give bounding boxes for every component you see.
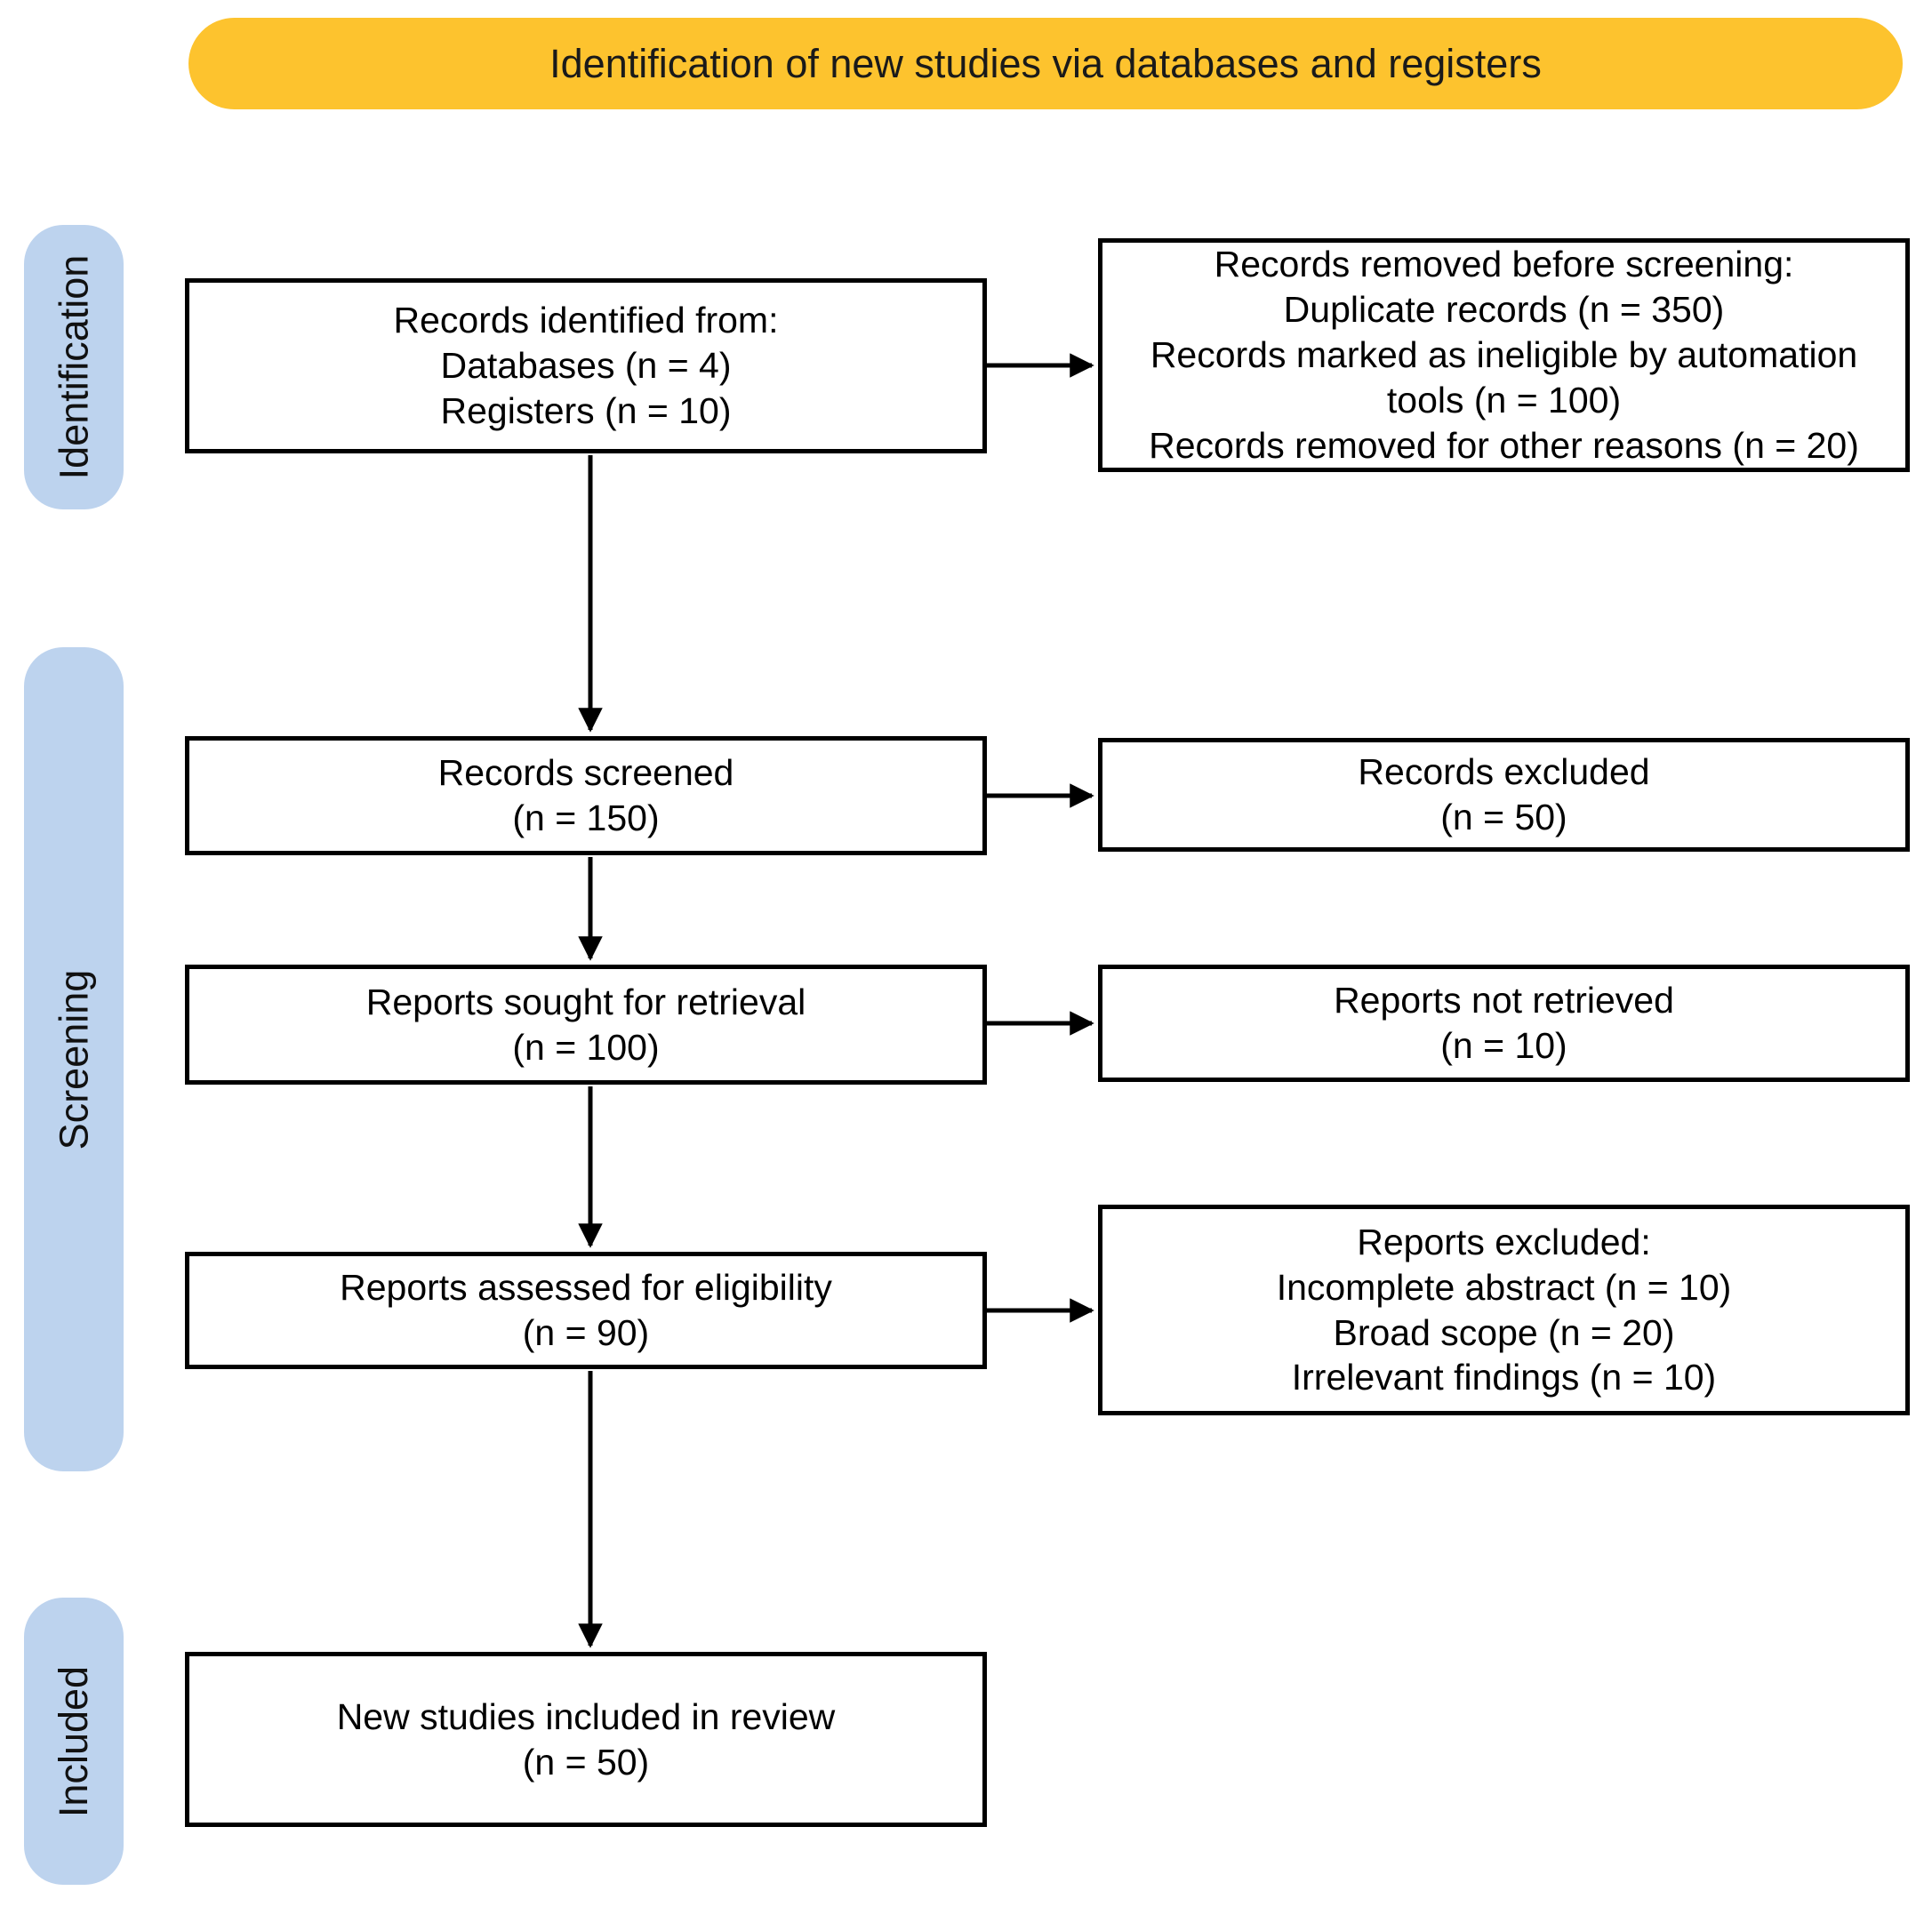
stage-label-text: Included [51, 1665, 97, 1817]
box-text-line: Records removed before screening: [1214, 244, 1794, 285]
box-text-line: Reports sought for retrieval [365, 981, 806, 1022]
box-text-line: (n = 90) [522, 1312, 650, 1353]
box-text-line: (n = 150) [512, 797, 660, 838]
stage-label-screening: Screening [24, 647, 124, 1471]
box-text-line: Records excluded [1358, 751, 1650, 793]
studies-included-box: New studies included in review (n = 50) [185, 1652, 987, 1827]
box-text-line: Reports excluded: [1357, 1221, 1651, 1262]
stage-label-text: Identification [51, 254, 97, 480]
diagram-title: Identification of new studies via databa… [549, 40, 1542, 86]
reports-assessed-box: Reports assessed for eligibility (n = 90… [185, 1252, 987, 1369]
box-text-line: (n = 100) [512, 1026, 660, 1068]
box-text-line: Registers (n = 10) [440, 389, 732, 431]
diagram-title-banner: Identification of new studies via databa… [188, 18, 1903, 109]
records-identified-box: Records identified from: Databases (n = … [185, 278, 987, 453]
records-removed-box: Records removed before screening: Duplic… [1098, 238, 1910, 472]
stage-label-included: Included [24, 1598, 124, 1885]
box-text-line: Reports not retrieved [1334, 980, 1674, 1022]
records-screened-box: Records screened (n = 150) [185, 736, 987, 855]
box-text-line: New studies included in review [336, 1695, 836, 1737]
reports-excluded-box: Reports excluded: Incomplete abstract (n… [1098, 1205, 1910, 1415]
box-text-line: Incomplete abstract (n = 10) [1276, 1266, 1732, 1308]
box-text-line: (n = 50) [522, 1741, 650, 1783]
box-text-line: Broad scope (n = 20) [1333, 1311, 1675, 1353]
box-text-line: Irrelevant findings (n = 10) [1291, 1357, 1717, 1398]
box-text-line: Records identified from: [393, 300, 779, 341]
box-text-line: (n = 50) [1440, 797, 1567, 837]
box-text-line: Records marked as ineligible by automati… [1150, 334, 1858, 421]
box-text-line: Duplicate records (n = 350) [1283, 289, 1725, 331]
reports-not-retrieved-box: Reports not retrieved (n = 10) [1098, 965, 1910, 1082]
box-text-line: (n = 10) [1440, 1025, 1567, 1066]
stage-label-text: Screening [51, 969, 97, 1150]
stage-label-identification: Identification [24, 225, 124, 509]
box-text-line: Databases (n = 4) [440, 345, 732, 387]
box-text-line: Records removed for other reasons (n = 2… [1149, 424, 1859, 466]
records-excluded-box: Records excluded (n = 50) [1098, 738, 1910, 852]
box-text-line: Records screened [437, 752, 734, 794]
box-text-line: Reports assessed for eligibility [340, 1267, 832, 1309]
reports-sought-box: Reports sought for retrieval (n = 100) [185, 965, 987, 1085]
